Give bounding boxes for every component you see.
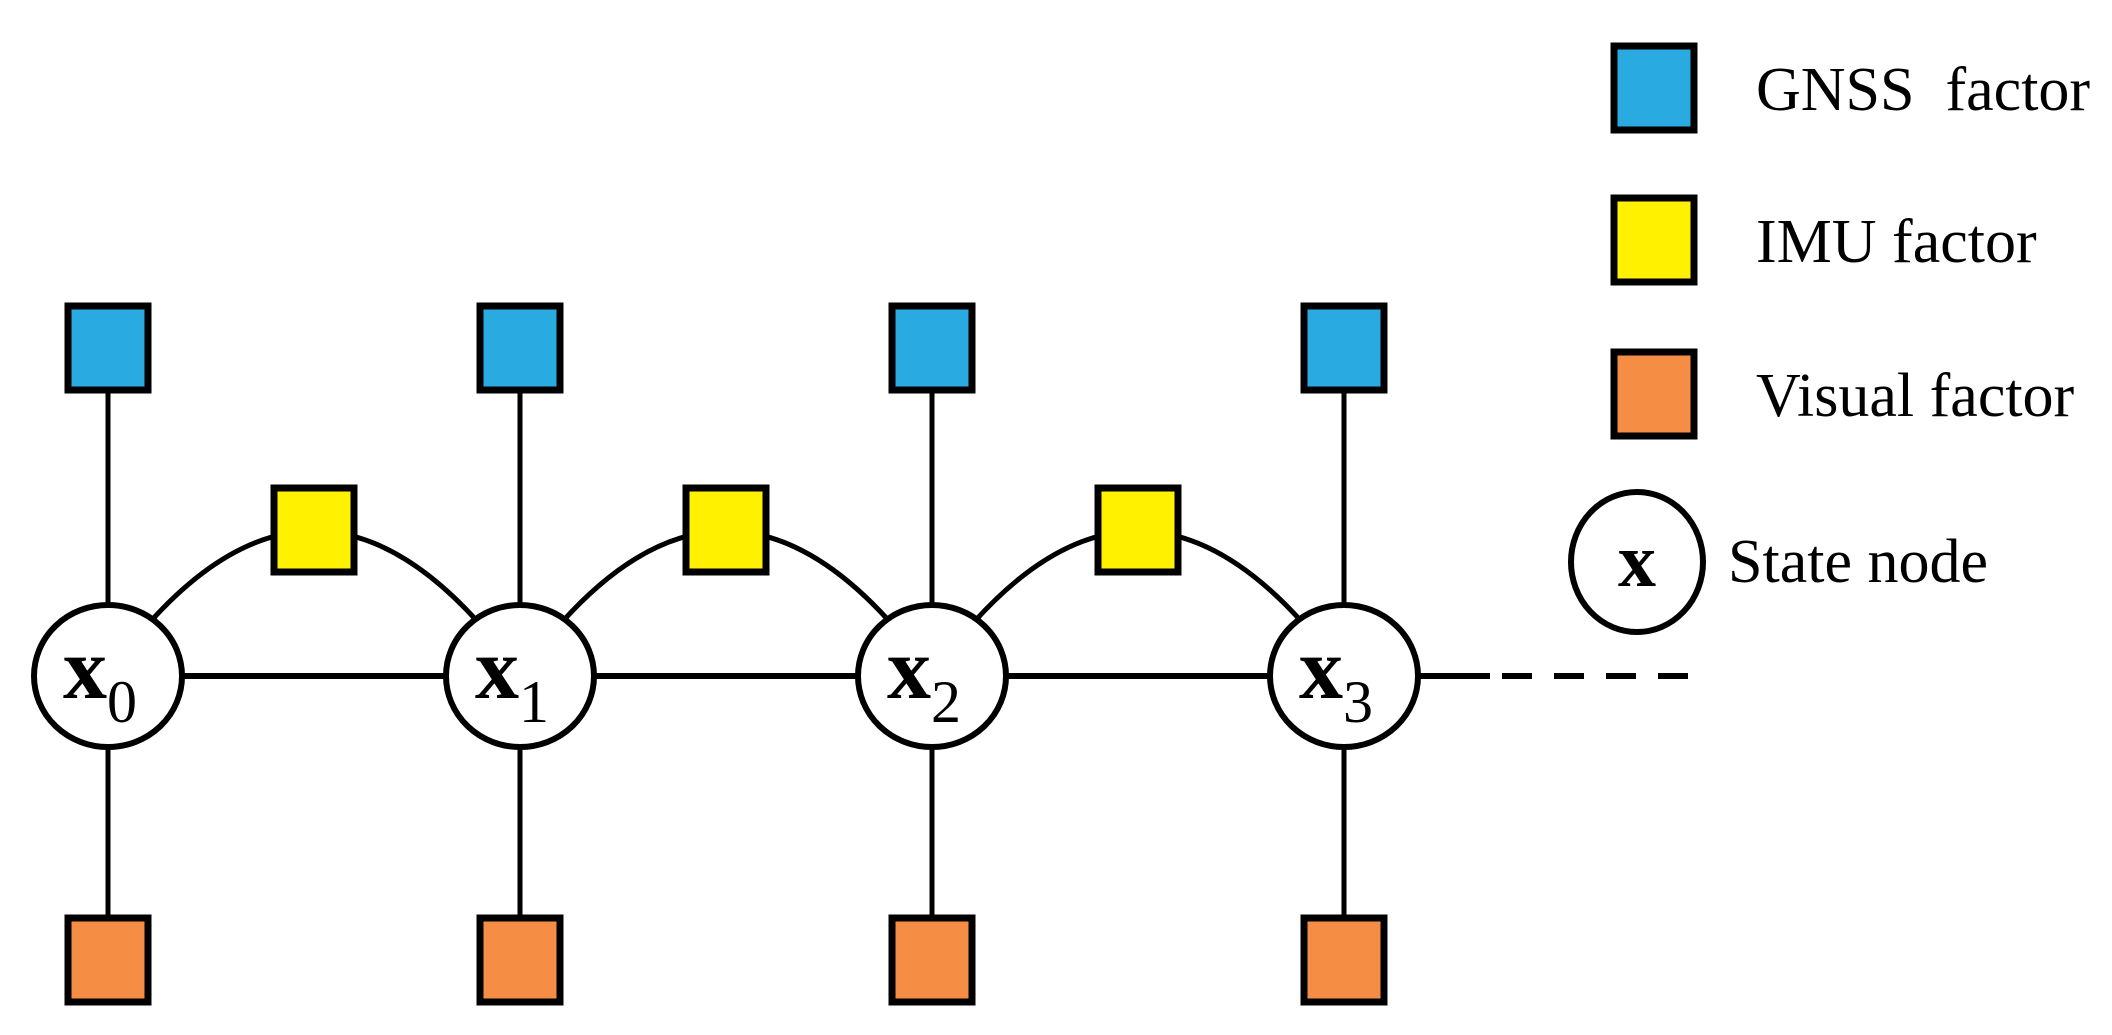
state-node-x1-circle (443, 602, 597, 750)
state-node-x2-circle (855, 602, 1009, 750)
state-node-x3-circle (1267, 602, 1421, 750)
imu-factor-square-x2-x3 (1094, 484, 1182, 576)
gnss-factor-square-x3 (1300, 302, 1388, 394)
legend-gnss-swatch (1610, 42, 1698, 134)
legend-imu-label: IMU factor (1756, 208, 2037, 276)
gnss-factor-square-x1 (476, 302, 564, 394)
legend-state-node-symbol: x (1618, 519, 1656, 603)
visual-factor-square-x1 (476, 914, 564, 1006)
imu-factor-square-x1-x2 (682, 484, 770, 576)
gnss-factor-square-x0 (64, 302, 152, 394)
visual-factor-square-x0 (64, 914, 152, 1006)
legend-state-node-label: State node (1728, 528, 1988, 596)
state-node-x1-label: x1 (475, 621, 549, 735)
state-node-x0-circle (31, 602, 185, 750)
legend-visual-label: Visual factor (1756, 362, 2075, 430)
state-node-x3-label: x3 (1299, 621, 1373, 735)
legend-imu-swatch (1610, 194, 1698, 286)
visual-factor-square-x3 (1300, 914, 1388, 1006)
legend: GNSS factor IMU factor Visual factor x S… (1568, 42, 2090, 635)
gnss-factor-square-x2 (888, 302, 976, 394)
legend-state-node-swatch (1568, 489, 1706, 635)
legend-gnss-label: GNSS factor (1756, 56, 2090, 124)
state-node-x2-label: x2 (887, 621, 961, 735)
legend-visual-swatch (1610, 348, 1698, 440)
imu-factor-square-x0-x1 (270, 484, 358, 576)
visual-factor-square-x2 (888, 914, 976, 1006)
state-node-x0-label: x0 (63, 621, 137, 735)
